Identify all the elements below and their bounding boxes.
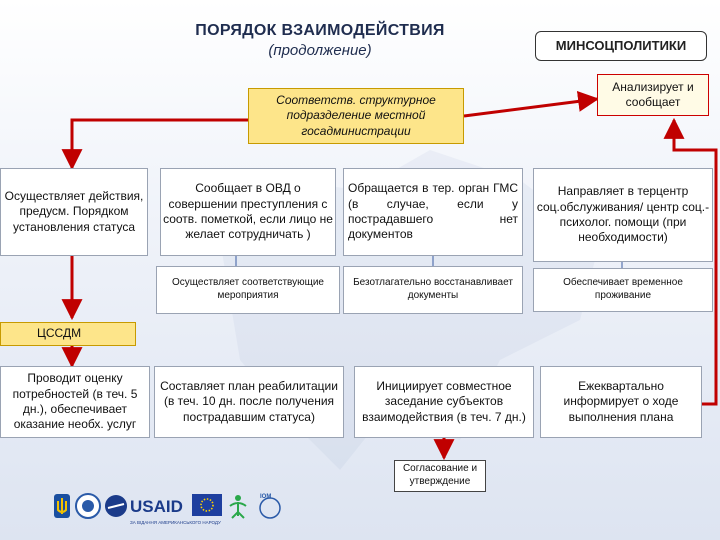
- ukraine-coat-of-arms-icon: [54, 494, 70, 518]
- iom-text: IOM: [260, 494, 271, 500]
- temporary-housing-text: Обеспечивает временное проживание: [563, 277, 683, 301]
- police-measures-text: Осуществляет соответствующие мероприятия: [172, 277, 324, 301]
- police-report-text: Сообщает в ОВД о совершении преступления…: [163, 181, 333, 242]
- police-measures-box: Осуществляет соответствующие мероприятия: [156, 266, 340, 314]
- usaid-logo: USAID ЗА ВІДАННЯ АМЕРИКАНСЬКОГО НАРОДУ: [105, 495, 221, 525]
- ccsdm-label: ЦССДМ: [0, 322, 136, 346]
- rehab-plan-box: Составляет план реабилитации (в теч. 10 …: [154, 366, 344, 438]
- approval-box: Согласование и утверждение: [394, 460, 486, 492]
- iom-logo-icon: IOM: [259, 494, 281, 519]
- department-box: Соответств. структурное подразделение ме…: [248, 88, 464, 144]
- rehab-plan-text: Составляет план реабилитации (в теч. 10 …: [160, 378, 338, 424]
- police-report-box: Сообщает в ОВД о совершении преступления…: [160, 168, 336, 256]
- figure-logo-icon: [229, 495, 247, 519]
- joint-session-box: Инициирует совместное заседание субъекто…: [354, 366, 534, 438]
- social-center-box: Направляет в терцентр соц.обслуживания/ …: [533, 168, 713, 262]
- usaid-text: USAID: [130, 497, 183, 516]
- status-procedure-text: Осуществляет действия, предусм. Порядком…: [4, 188, 144, 234]
- needs-assessment-box: Проводит оценку потребностей (в теч. 5 д…: [0, 366, 150, 438]
- quarterly-report-box: Ежеквартально информирует о ходе выполне…: [540, 366, 702, 438]
- usaid-sub: ЗА ВІДАННЯ АМЕРИКАНСЬКОГО НАРОДУ: [130, 520, 221, 525]
- eu-flag-icon: [192, 494, 222, 516]
- social-center-text: Направляет в терцентр соц.обслуживания/ …: [536, 184, 710, 245]
- quarterly-report-text: Ежеквартально информирует о ходе выполне…: [563, 378, 679, 424]
- status-procedure-box: Осуществляет действия, предусм. Порядком…: [0, 168, 148, 256]
- migration-service-box: Обращается в тер. орган ГМС (в случае, е…: [343, 168, 523, 256]
- temporary-housing-box: Обеспечивает временное проживание: [533, 268, 713, 312]
- ministry-box: МИНСОЦПОЛИТИКИ: [535, 31, 707, 61]
- documents-restore-text: Безотлагательно восстанавливает документ…: [353, 277, 513, 301]
- partner-logos: USAID ЗА ВІДАННЯ АМЕРИКАНСЬКОГО НАРОДУ I…: [54, 493, 281, 525]
- needs-assessment-text: Проводит оценку потребностей (в теч. 5 д…: [12, 371, 138, 432]
- page-title: ПОРЯДОК ВЗАИМОДЕЙСТВИЯ: [195, 22, 445, 39]
- migration-service-text: Обращается в тер. орган ГМС (в случае, е…: [348, 181, 518, 242]
- approval-text: Согласование и утверждение: [402, 463, 478, 487]
- joint-session-text: Инициирует совместное заседание субъекто…: [362, 378, 526, 424]
- documents-restore-box: Безотлагательно восстанавливает документ…: [343, 266, 523, 314]
- ministry-action-box: Анализирует и сообщает: [597, 74, 709, 116]
- page-subtitle: (продолжение): [268, 42, 372, 59]
- emblem-icon: [75, 493, 101, 519]
